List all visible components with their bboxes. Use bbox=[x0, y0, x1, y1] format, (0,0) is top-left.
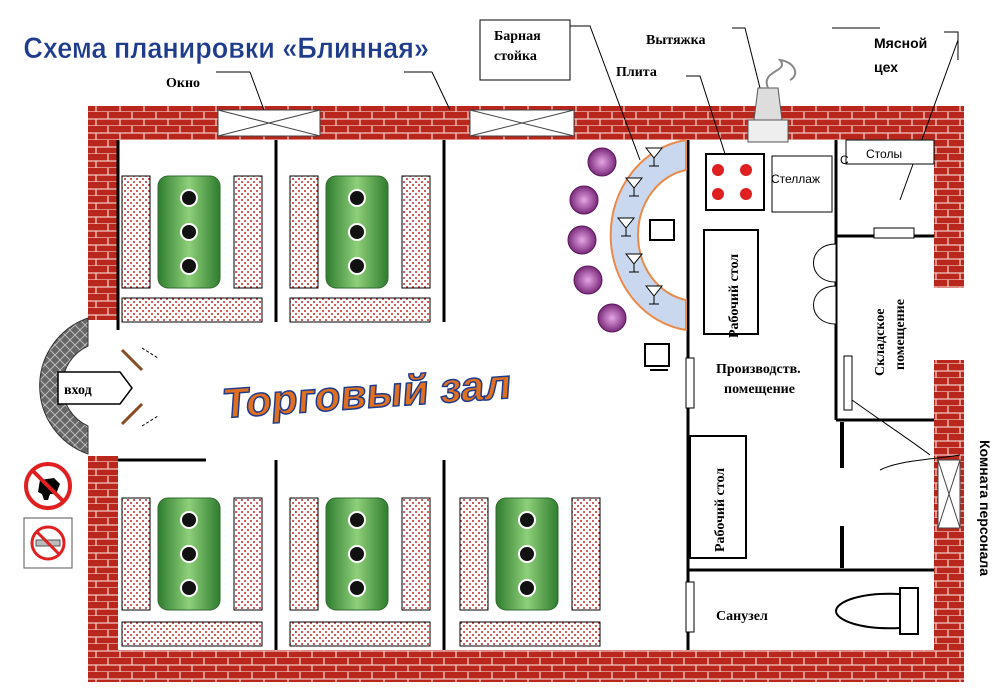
bench-left bbox=[289, 497, 319, 611]
window-right bbox=[937, 459, 961, 529]
storage-label-2: помещение bbox=[893, 299, 908, 370]
bar-stools bbox=[567, 147, 627, 333]
sinks bbox=[813, 243, 837, 325]
storage-label: Складское bbox=[873, 309, 888, 376]
plate-icon bbox=[180, 545, 198, 563]
bar-counter-label-box bbox=[479, 19, 571, 81]
rack bbox=[771, 155, 833, 213]
work-table-2-label: Рабочий стол bbox=[713, 468, 728, 552]
cocktail-glass-icon bbox=[624, 177, 644, 197]
bench-left bbox=[289, 175, 319, 289]
window-label: Окно bbox=[166, 76, 200, 91]
dining-booth bbox=[121, 497, 263, 647]
dining-booth bbox=[289, 497, 431, 647]
bar-stool bbox=[573, 265, 603, 295]
work-table-1 bbox=[703, 229, 759, 335]
bar-counter bbox=[609, 138, 687, 332]
bar-counter-label-2: стойка bbox=[494, 49, 537, 64]
plate-icon bbox=[518, 545, 536, 563]
plate-icon bbox=[518, 579, 536, 597]
meat-shop-label-2: цех bbox=[874, 59, 898, 75]
dining-booth bbox=[459, 497, 601, 647]
bar-counter-label-1: Барная bbox=[494, 29, 541, 44]
no-smoking-icon bbox=[23, 517, 73, 569]
hood-icon bbox=[747, 58, 797, 143]
work-table-1-label: Рабочий стол bbox=[727, 254, 742, 338]
staff-room-label: Комната персонала bbox=[977, 440, 993, 576]
cocktail-glass-icon bbox=[624, 253, 644, 273]
bench-right bbox=[401, 497, 431, 611]
glasses bbox=[616, 147, 664, 305]
plate-icon bbox=[348, 579, 366, 597]
bench-right bbox=[401, 175, 431, 289]
bar-stool bbox=[597, 303, 627, 333]
bench-right bbox=[233, 497, 263, 611]
plate-icon bbox=[348, 545, 366, 563]
dining-booths bbox=[121, 175, 601, 647]
dining-booth bbox=[121, 175, 263, 323]
tv-icon bbox=[644, 219, 675, 371]
bench-bottom bbox=[289, 621, 431, 647]
plan-title: Схема планировки «Блинная» bbox=[23, 32, 428, 66]
stove bbox=[705, 153, 765, 211]
bench-bottom bbox=[459, 621, 601, 647]
cocktail-glass-icon bbox=[644, 147, 664, 167]
bench-bottom bbox=[121, 621, 263, 647]
entrance-label: вход bbox=[64, 383, 92, 398]
plate-icon bbox=[180, 189, 198, 207]
plate-icon bbox=[180, 511, 198, 529]
production-label-2: помещение bbox=[724, 382, 795, 397]
window-2 bbox=[469, 109, 575, 137]
cocktail-glass-icon bbox=[644, 285, 664, 305]
bar-stool bbox=[569, 185, 599, 215]
plate-icon bbox=[180, 223, 198, 241]
plate-icon bbox=[348, 257, 366, 275]
meat-sink bbox=[873, 227, 915, 239]
wall-opening bbox=[934, 288, 970, 360]
entrance: вход bbox=[39, 317, 159, 455]
bench-left bbox=[121, 175, 151, 289]
rack-label: Стеллаж bbox=[771, 172, 820, 186]
window-1 bbox=[217, 109, 321, 137]
stove-label: Плита bbox=[616, 65, 657, 80]
tables-label: Столы bbox=[866, 147, 902, 161]
plate-icon bbox=[518, 511, 536, 529]
work-table-2 bbox=[689, 435, 747, 559]
plate-icon bbox=[348, 223, 366, 241]
meat-shop-label-1: Мясной bbox=[874, 35, 927, 51]
plate-icon bbox=[180, 579, 198, 597]
hood-label: Вытяжка bbox=[646, 33, 706, 48]
callout-lines bbox=[216, 25, 961, 471]
dining-booth bbox=[289, 175, 431, 323]
bar-stool bbox=[567, 225, 597, 255]
no-dogs-icon bbox=[24, 462, 72, 510]
bench-bottom bbox=[121, 297, 263, 323]
cocktail-glass-icon bbox=[616, 217, 636, 237]
plate-icon bbox=[180, 257, 198, 275]
toilet-icon bbox=[834, 587, 919, 635]
bench-right bbox=[233, 175, 263, 289]
production-label-1: Производств. bbox=[716, 362, 801, 377]
c-mark: C bbox=[840, 153, 849, 167]
bench-right bbox=[571, 497, 601, 611]
bench-left bbox=[459, 497, 489, 611]
plate-icon bbox=[348, 189, 366, 207]
bar-stool bbox=[587, 147, 617, 177]
toilet-label: Санузел bbox=[716, 609, 768, 624]
meat-tables bbox=[845, 139, 935, 165]
doors bbox=[685, 355, 853, 633]
plate-icon bbox=[348, 511, 366, 529]
bench-left bbox=[121, 497, 151, 611]
bench-bottom bbox=[289, 297, 431, 323]
